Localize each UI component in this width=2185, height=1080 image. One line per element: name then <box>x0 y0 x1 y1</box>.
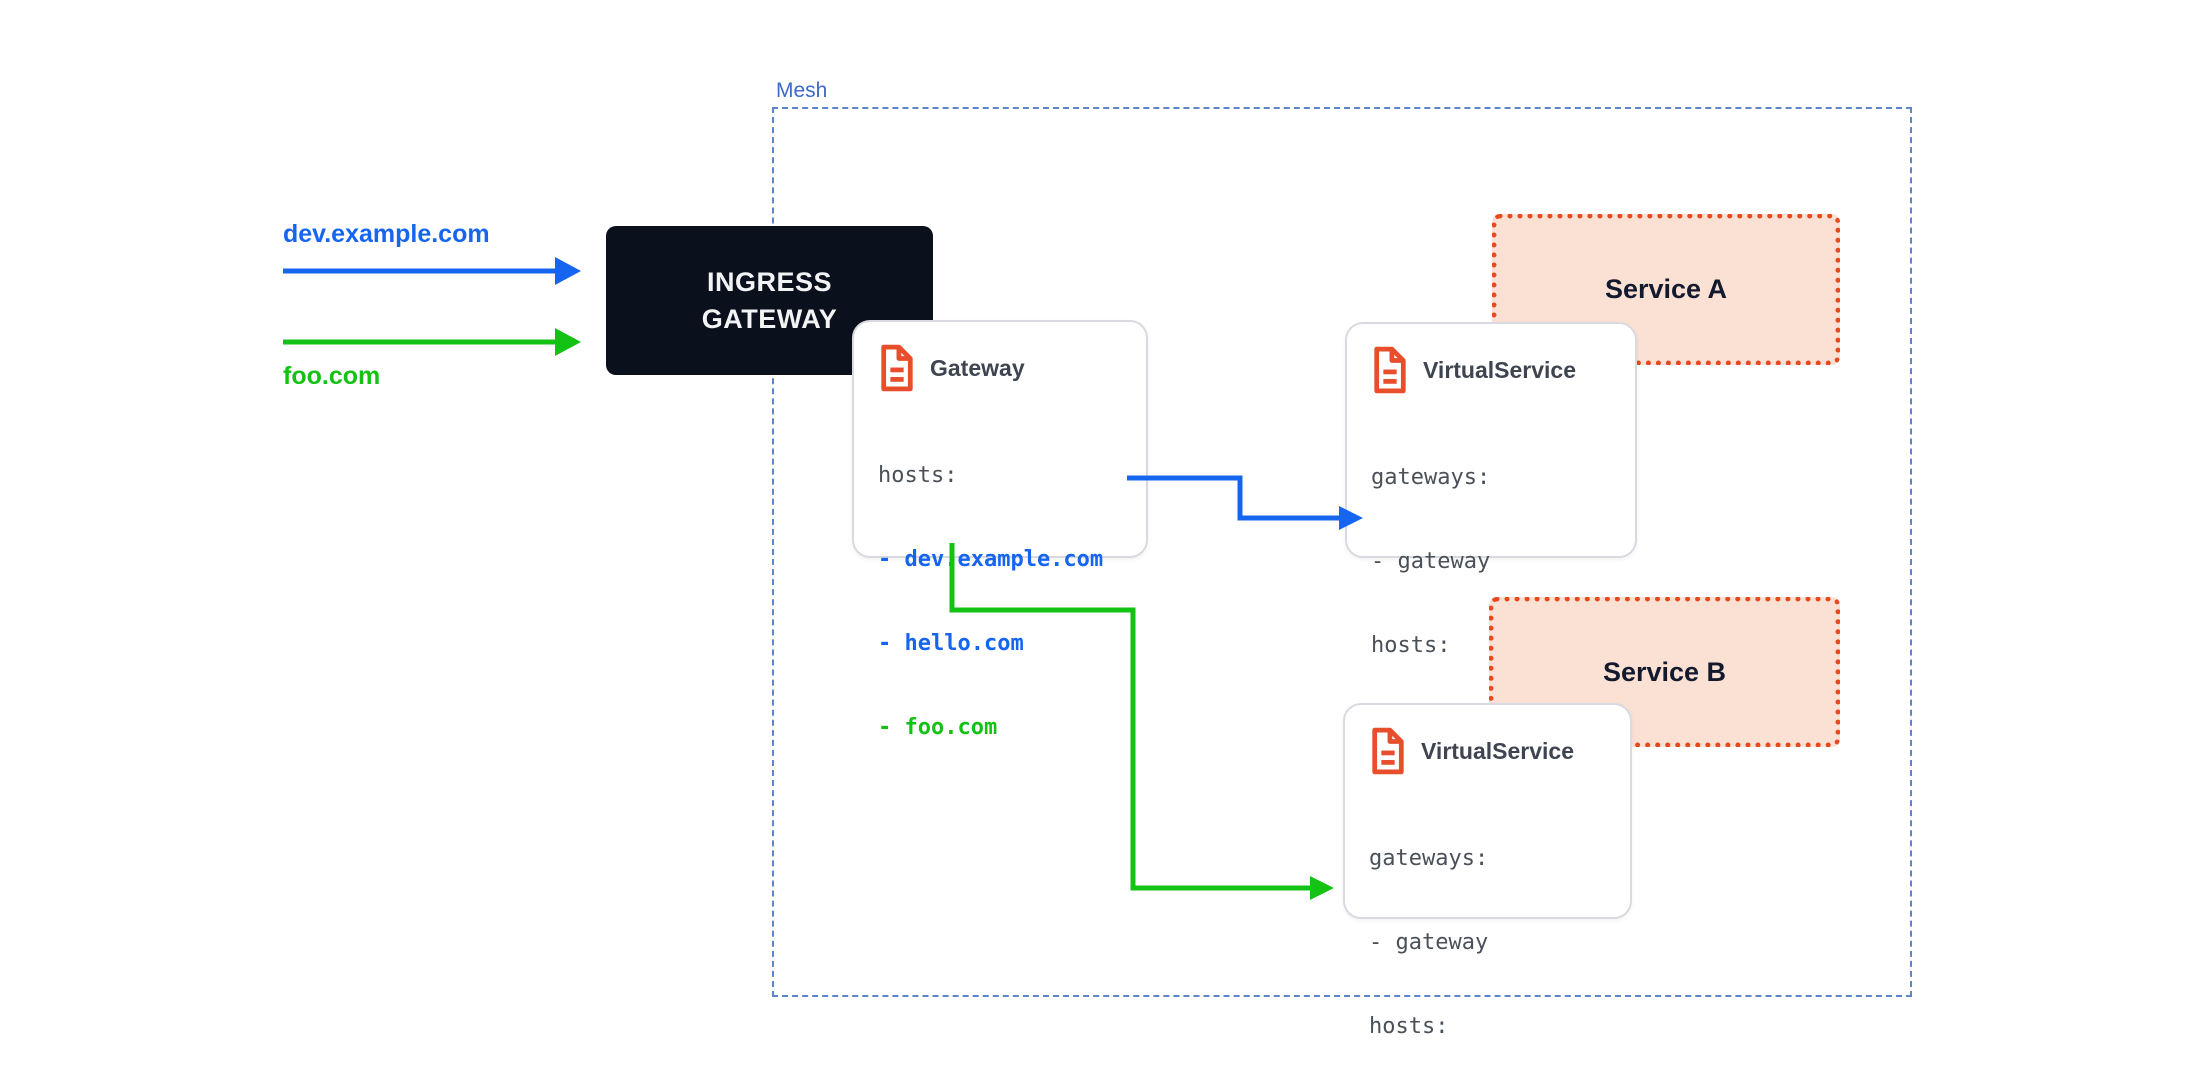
code-line: - hello.com <box>878 631 1024 656</box>
green-traffic-arrow <box>283 328 581 356</box>
code-line: - foo.com <box>878 715 998 740</box>
blue-traffic-arrow <box>283 257 581 285</box>
virtualservice-a-config-card: VirtualService gateways: - gateway hosts… <box>1345 322 1637 826</box>
virtualservice-a-card-header: VirtualService <box>1371 346 1611 394</box>
mesh-label: Mesh <box>776 79 828 102</box>
gateway-card-title: Gateway <box>930 354 1025 381</box>
document-icon <box>1369 727 1407 775</box>
service-b-label: Service B <box>1602 656 1727 687</box>
code-line: hosts: <box>1369 1014 1449 1039</box>
ingress-gateway-label-line2: GATEWAY <box>701 303 838 334</box>
virtualservice-b-card-code: gateways: - gateway hosts: - foo.com <box>1369 789 1606 1080</box>
document-icon <box>1371 346 1409 394</box>
gateway-card-header: Gateway <box>878 344 1122 392</box>
ingress-gateway-label-line1: INGRESS <box>706 266 833 297</box>
code-line: - dev.example.com <box>878 547 1104 572</box>
external-host-dev-example-label: dev.example.com <box>283 220 490 248</box>
document-icon <box>878 344 916 392</box>
code-line: - gateway <box>1369 930 1489 955</box>
code-line: - gateway <box>1371 549 1491 574</box>
code-line: gateways: <box>1369 846 1489 871</box>
service-a-label: Service A <box>1604 274 1728 304</box>
gateway-config-card: Gateway hosts: - dev.example.com - hello… <box>852 320 1148 740</box>
virtualservice-b-card-header: VirtualService <box>1369 727 1606 775</box>
mesh-boundary-box <box>772 107 1912 997</box>
virtualservice-a-card-title: VirtualService <box>1423 356 1577 383</box>
code-line: gateways: <box>1371 465 1491 490</box>
virtualservice-b-config-card: VirtualService gateways: - gateway hosts… <box>1343 703 1632 1039</box>
code-line: hosts: <box>1371 633 1451 658</box>
virtualservice-b-card-title: VirtualService <box>1421 737 1575 764</box>
external-host-foo-label: foo.com <box>283 362 381 390</box>
code-line: hosts: <box>878 463 958 488</box>
service-b-box: Service B <box>1489 597 1840 747</box>
gateway-card-code: hosts: - dev.example.com - hello.com - f… <box>878 406 1122 798</box>
